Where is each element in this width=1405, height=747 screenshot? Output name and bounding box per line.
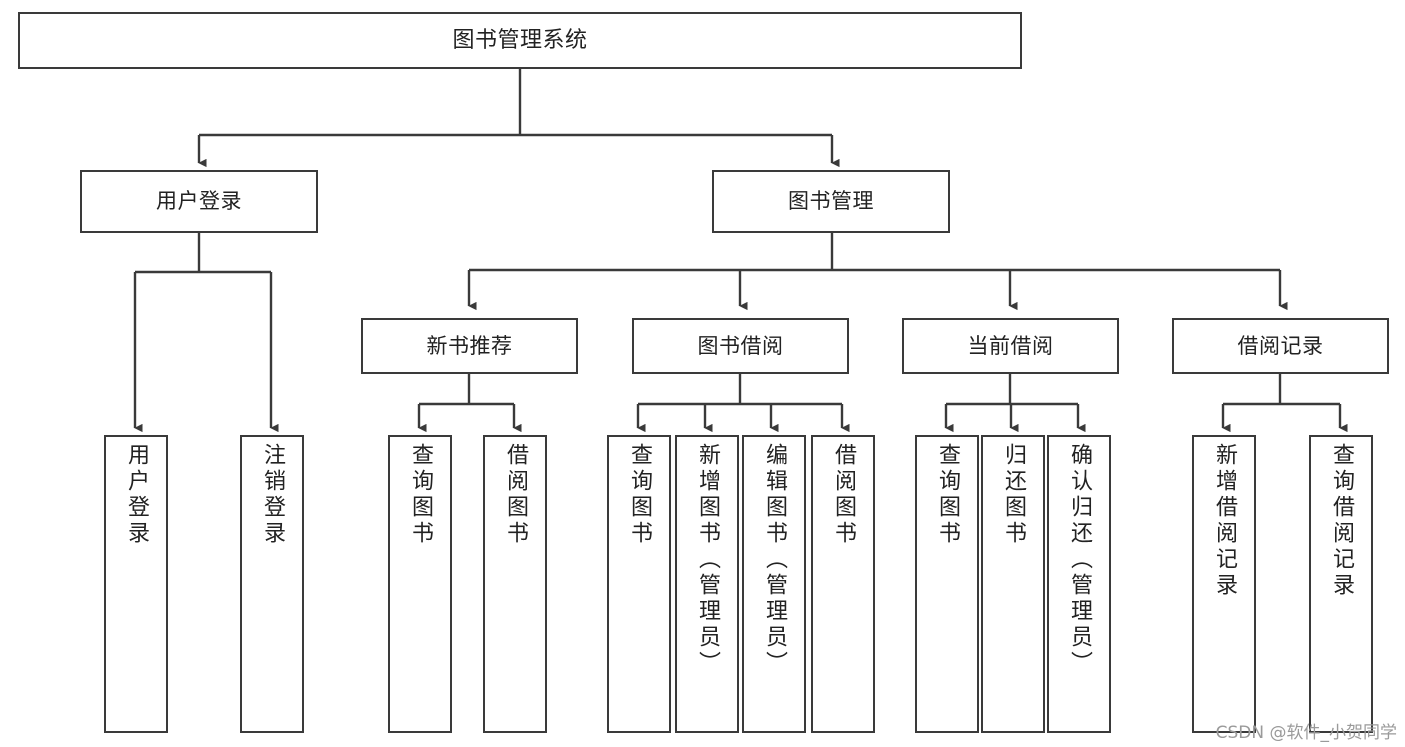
leaf-search-borrow-record[interactable]: 查询借阅记录 bbox=[1309, 435, 1373, 733]
edge-borrow-records-to-leaves bbox=[1221, 374, 1348, 433]
leaf-edit-book-admin[interactable]: 编辑图书（管理员） bbox=[742, 435, 806, 733]
leaf-add-book-admin[interactable]: 新增图书（管理员） bbox=[675, 435, 739, 733]
node-label: 新增图书（管理员） bbox=[695, 443, 720, 677]
node-label: 图书管理系统 bbox=[452, 27, 588, 53]
node-label: 用户登录 bbox=[156, 189, 242, 214]
leaf-borrow-books-recommendation[interactable]: 借阅图书 bbox=[483, 435, 547, 733]
node-label: 用户登录 bbox=[124, 443, 149, 547]
node-label: 借阅记录 bbox=[1237, 333, 1324, 358]
node-label: 确认归还（管理员） bbox=[1067, 443, 1092, 677]
node-label: 查询图书 bbox=[935, 443, 960, 547]
leaf-user-login[interactable]: 用户登录 bbox=[104, 435, 168, 733]
node-root-system[interactable]: 图书管理系统 bbox=[18, 12, 1022, 69]
leaf-search-books-recommendation[interactable]: 查询图书 bbox=[388, 435, 452, 733]
leaf-logout[interactable]: 注销登录 bbox=[240, 435, 304, 733]
node-new-book-recommendation[interactable]: 新书推荐 bbox=[361, 318, 578, 374]
edge-current-borrow-to-leaves bbox=[944, 374, 1086, 433]
leaf-add-borrow-record[interactable]: 新增借阅记录 bbox=[1192, 435, 1256, 733]
edge-user-login-to-leaves bbox=[133, 233, 279, 433]
node-label: 图书借阅 bbox=[697, 333, 784, 358]
node-label: 查询借阅记录 bbox=[1329, 443, 1354, 599]
leaf-search-books-current[interactable]: 查询图书 bbox=[915, 435, 979, 733]
edge-root-to-level1 bbox=[197, 69, 840, 168]
node-label: 新书推荐 bbox=[426, 333, 513, 358]
node-user-login[interactable]: 用户登录 bbox=[80, 170, 318, 233]
csdn-watermark: CSDN @软件_小贺同学 bbox=[1215, 723, 1397, 743]
edge-book-mgmt-to-level2 bbox=[467, 233, 1288, 311]
leaf-confirm-return-admin[interactable]: 确认归还（管理员） bbox=[1047, 435, 1111, 733]
node-label: 编辑图书（管理员） bbox=[762, 443, 787, 677]
node-current-borrowing[interactable]: 当前借阅 bbox=[902, 318, 1119, 374]
node-label: 查询图书 bbox=[627, 443, 652, 547]
node-label: 查询图书 bbox=[408, 443, 433, 547]
edge-new-book-rec-to-leaves bbox=[417, 374, 522, 433]
node-label: 图书管理 bbox=[788, 189, 874, 214]
node-label: 借阅图书 bbox=[831, 443, 856, 547]
node-label: 借阅图书 bbox=[503, 443, 528, 547]
leaf-borrow-books-borrowing[interactable]: 借阅图书 bbox=[811, 435, 875, 733]
node-book-management[interactable]: 图书管理 bbox=[712, 170, 950, 233]
node-borrowing-records[interactable]: 借阅记录 bbox=[1172, 318, 1389, 374]
node-label: 当前借阅 bbox=[967, 333, 1054, 358]
leaf-return-books[interactable]: 归还图书 bbox=[981, 435, 1045, 733]
node-label: 新增借阅记录 bbox=[1212, 443, 1237, 599]
edge-book-borrow-to-leaves bbox=[636, 374, 850, 433]
node-label: 注销登录 bbox=[260, 443, 285, 547]
node-book-borrowing[interactable]: 图书借阅 bbox=[632, 318, 849, 374]
node-label: 归还图书 bbox=[1001, 443, 1026, 547]
leaf-search-books-borrowing[interactable]: 查询图书 bbox=[607, 435, 671, 733]
